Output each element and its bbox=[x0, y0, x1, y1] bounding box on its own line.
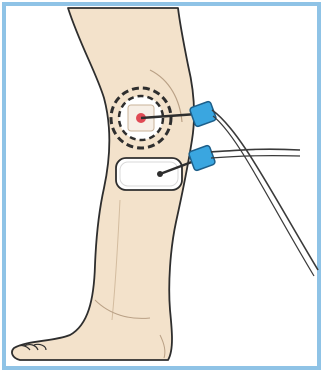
cable-bottom-outline bbox=[211, 156, 300, 158]
return-electrode-pad bbox=[116, 158, 182, 190]
cable-top-outline bbox=[213, 116, 314, 276]
cable-bottom bbox=[211, 149, 300, 152]
return-electrode bbox=[116, 158, 182, 190]
